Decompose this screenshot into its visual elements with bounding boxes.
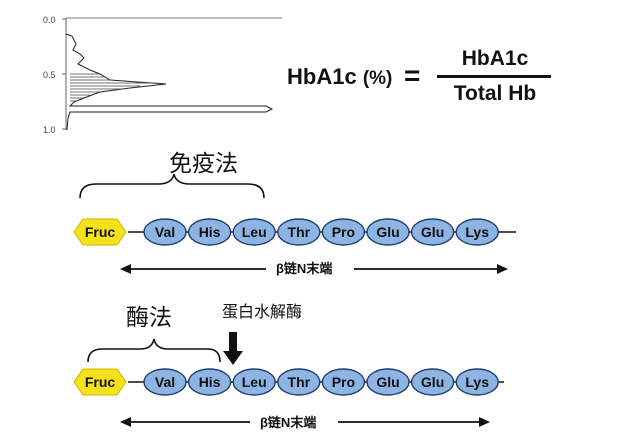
fructose-label: Fruc xyxy=(85,374,116,390)
residue-label: Glu xyxy=(376,374,399,390)
arrow-right-icon xyxy=(497,264,508,274)
residue-label: His xyxy=(199,374,221,390)
residue-oval xyxy=(366,218,410,246)
residue-label: Val xyxy=(155,374,175,390)
residue-label: Glu xyxy=(421,374,444,390)
formula-lhs-unit: (%) xyxy=(362,68,393,89)
enzymatic-panel: 酶法 蛋白水解酶 Fruc Val His Leu Thr Pro Glu Glu Lys β链… xyxy=(68,298,518,440)
immunoassay-title: 免疫法 xyxy=(169,151,238,177)
residue-oval xyxy=(143,218,187,246)
residue-label: Lys xyxy=(465,374,489,390)
formula-equals: = xyxy=(404,60,421,91)
residue-label: Val xyxy=(155,224,175,240)
immunoassay-chain: Fruc Val His Leu Thr Pro Glu Glu Lys xyxy=(73,218,516,246)
formula-lhs: HbA1c (%) xyxy=(287,61,392,93)
residue-oval xyxy=(455,368,499,396)
residue-oval xyxy=(232,218,276,246)
residue-oval xyxy=(321,368,366,396)
residue-label: His xyxy=(199,224,221,240)
residue-label: Thr xyxy=(288,224,311,240)
histogram-tick-label: 0.0 xyxy=(43,15,56,25)
histogram-trace xyxy=(65,33,274,131)
fructose-hexagon xyxy=(73,368,127,396)
arrow-left-icon xyxy=(120,417,131,427)
enzymatic-brace xyxy=(87,338,221,363)
formula-fraction-bar xyxy=(437,75,551,78)
residue-oval xyxy=(321,218,366,246)
residue-oval xyxy=(366,368,410,396)
protease-label: 蛋白水解酶 xyxy=(222,302,302,321)
enzymatic-arrow-label: β链N末端 xyxy=(260,415,316,430)
immunoassay-panel: 免疫法 Fruc Val His Leu Thr Pro Glu Glu Lys β链N末端 xyxy=(68,140,518,285)
arrow-down-head xyxy=(223,351,243,365)
fructose-label: Fruc xyxy=(85,224,116,240)
enzymatic-title: 酶法 xyxy=(126,305,172,331)
formula-denominator: Total Hb xyxy=(453,82,537,105)
arrow-right-icon xyxy=(479,417,490,427)
histogram-tick-label: 0.5 xyxy=(43,70,56,80)
residue-oval xyxy=(410,368,455,396)
arrow-left-icon xyxy=(120,264,131,274)
residue-label: Leu xyxy=(242,374,267,390)
residue-oval xyxy=(277,218,321,246)
immunoassay-arrow-label: β链N末端 xyxy=(276,261,332,276)
residue-label: Glu xyxy=(421,224,444,240)
residue-oval xyxy=(277,368,321,396)
residue-label: Leu xyxy=(242,224,267,240)
hba1c-histogram: 0.0 0.5 1.0 xyxy=(43,15,282,135)
arrow-down-icon xyxy=(229,332,237,352)
histogram-tick-label: 1.0 xyxy=(43,125,56,135)
residue-oval xyxy=(232,368,276,396)
residue-label: Thr xyxy=(288,374,311,390)
residue-oval xyxy=(410,218,455,246)
residue-oval xyxy=(455,218,499,246)
histogram-shading xyxy=(70,73,156,102)
enzymatic-chain: Fruc Val His Leu Thr Pro Glu Glu Lys xyxy=(73,368,504,396)
residue-oval xyxy=(187,368,232,396)
residue-label: Pro xyxy=(332,224,355,240)
residue-oval xyxy=(143,368,187,396)
residue-label: Glu xyxy=(376,224,399,240)
immunoassay-brace xyxy=(79,173,265,199)
residue-oval xyxy=(187,218,232,246)
fructose-hexagon xyxy=(73,218,127,246)
residue-label: Lys xyxy=(465,224,489,240)
formula-numerator: HbA1c xyxy=(461,47,529,70)
residue-label: Pro xyxy=(332,374,355,390)
formula-lhs-label: HbA1c xyxy=(287,64,357,89)
